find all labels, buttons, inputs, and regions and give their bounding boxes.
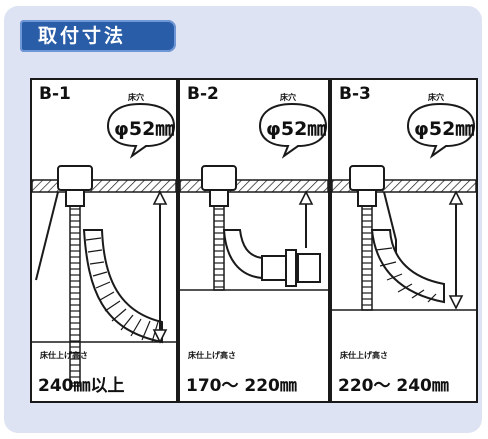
floor-fitting [349,165,385,191]
diameter-label: φ52㎜ [114,118,175,140]
panel-b2: B-2 床穴 φ52㎜ 床仕上げ高さ 170～ 220㎜ [178,78,330,403]
callout-bubble [406,102,476,159]
floor-fitting [201,165,237,191]
installation-drawing-b3 [332,102,476,311]
panel-id: B-1 [39,84,71,104]
height-label: 床仕上げ高さ [340,351,388,360]
threaded-rod [361,205,373,311]
installation-drawing-b1 [32,102,176,387]
diameter-label: φ52㎜ [266,118,327,140]
height-value: 240㎜以上 [38,376,125,396]
floor-hole-label: 床穴 [280,93,296,102]
floor-hole-label: 床穴 [428,93,444,102]
flexible-hose [370,229,445,304]
callout-bubble [106,102,176,159]
threaded-rod [213,205,225,291]
panel-b1: B-1 床穴 φ52㎜ 床仕上げ高さ 240㎜以上 [30,78,178,403]
floor-fitting [57,165,93,191]
elbow-pipe [222,229,263,280]
panel-id: B-2 [187,84,219,104]
diameter-label: φ52㎜ [414,118,475,140]
height-label: 床仕上げ高さ [188,351,236,360]
height-value: 170～ 220㎜ [186,376,297,396]
section-title: 取付寸法 [20,20,176,52]
installation-drawing-b2 [180,102,328,291]
height-value: 220～ 240㎜ [338,376,449,396]
panel-b3: B-3 床穴 φ52㎜ 床仕上げ高さ 220～ 240㎜ [330,78,478,403]
floor-slab [32,179,176,193]
floor-hole-label: 床穴 [128,93,144,102]
callout-bubble [258,102,328,159]
height-label: 床仕上げ高さ [40,351,88,360]
panel-id: B-3 [339,84,371,104]
flexible-hose [82,229,163,344]
threaded-rod [69,205,81,387]
